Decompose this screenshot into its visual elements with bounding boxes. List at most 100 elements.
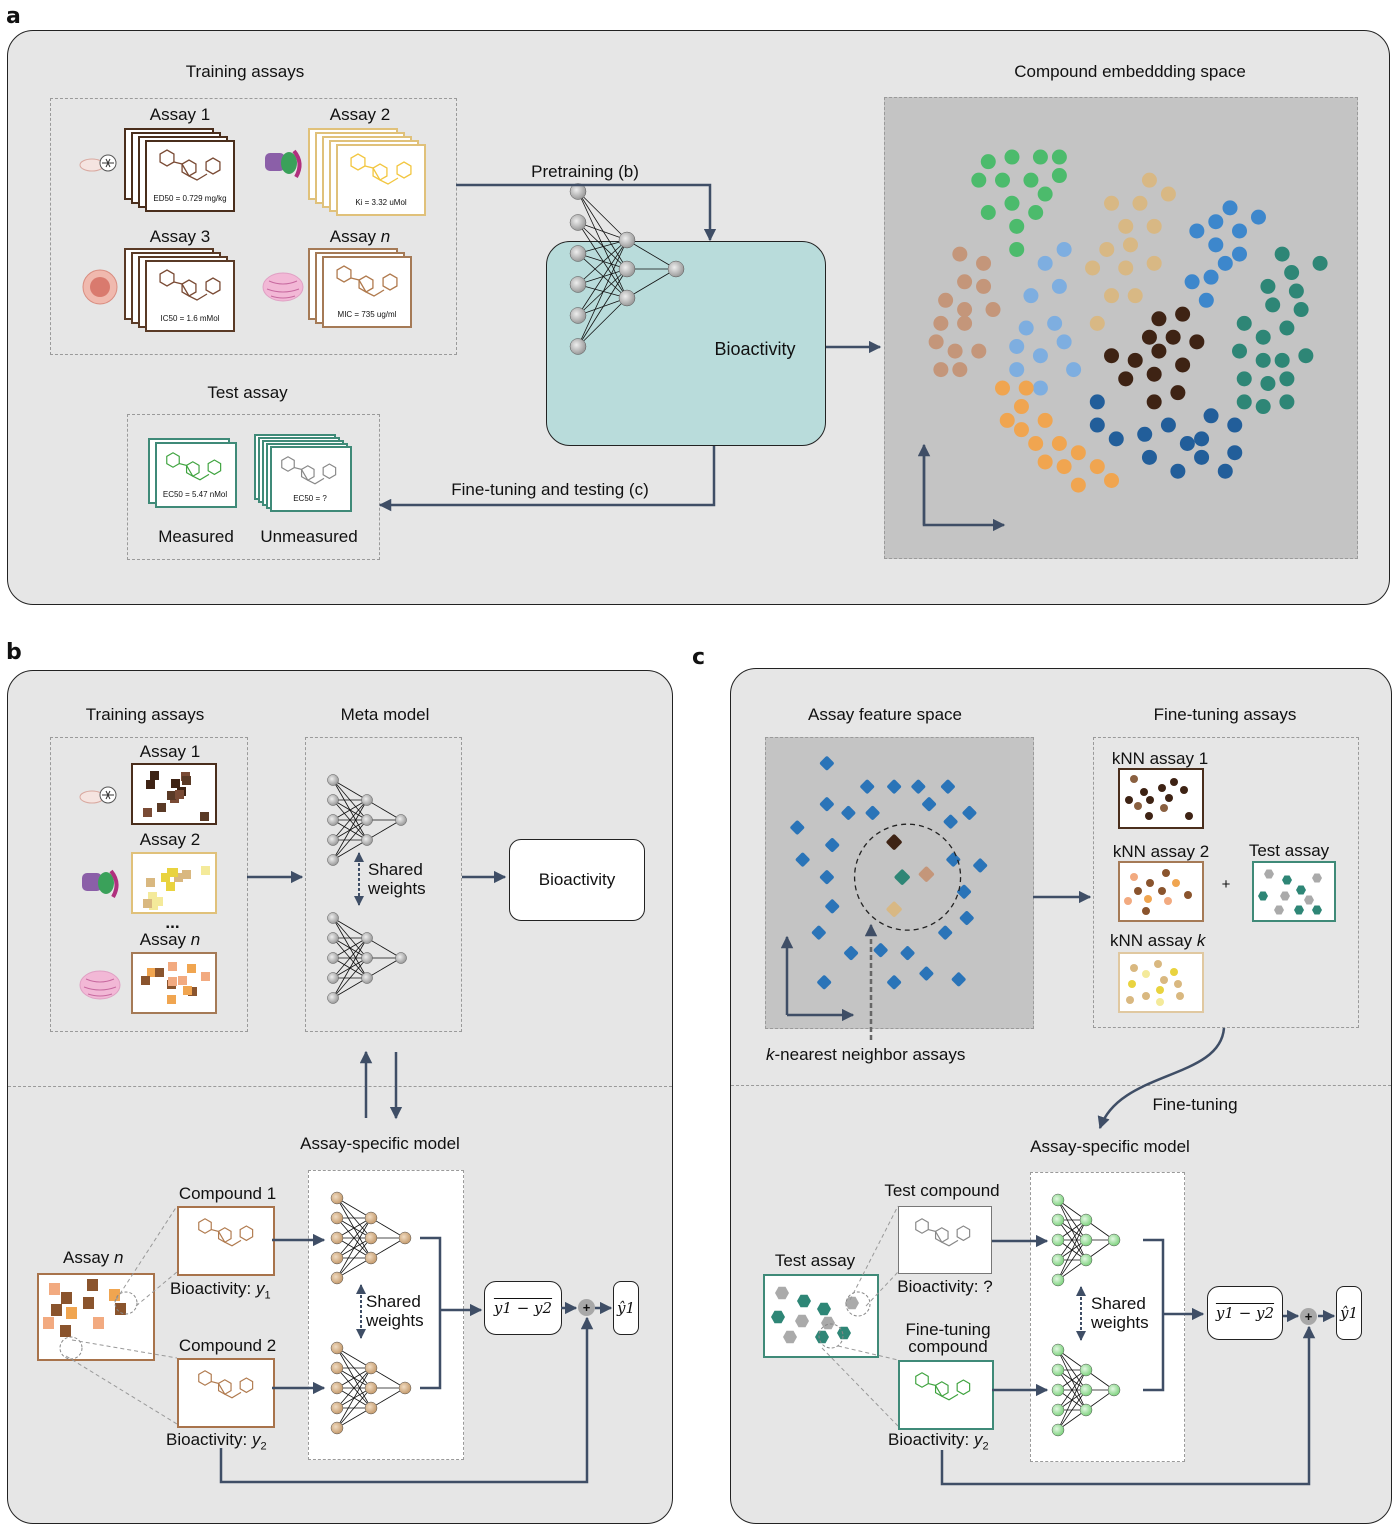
compound-hexagon xyxy=(1304,895,1314,905)
embedding-point-teal xyxy=(1232,343,1247,359)
b-tissue-icon xyxy=(78,967,122,1003)
compound-square xyxy=(182,870,192,880)
compound-hexagon xyxy=(1294,905,1304,915)
assay-point xyxy=(841,805,856,820)
compound-square xyxy=(87,1279,98,1291)
embedding-point-brown xyxy=(957,315,973,331)
embedding-point-blue xyxy=(1217,255,1233,271)
embedding-point-tan xyxy=(1146,218,1162,234)
bioactivity-y2: Bioactivity: y2 xyxy=(166,1430,267,1452)
b-mouse-icon xyxy=(78,777,122,813)
compound-square xyxy=(174,872,184,882)
embedding-point-teal xyxy=(1255,399,1271,415)
assay-label-italic: n xyxy=(380,227,391,246)
embedding-space-title: Compound embeddding space xyxy=(1014,62,1246,81)
embedding-point-tan xyxy=(1160,186,1176,202)
compound-dot xyxy=(1184,891,1192,899)
embedding-point-tan xyxy=(1085,260,1101,276)
embedding-point-blue xyxy=(1203,269,1219,285)
assay-label-text: Assay xyxy=(329,227,381,246)
cell-icon xyxy=(78,269,122,305)
embedding-point-dark-brown xyxy=(1189,334,1205,350)
embedding-point-orange xyxy=(1104,472,1120,488)
finetune-compound-card xyxy=(898,1360,994,1430)
knn-caption-text: -nearest neighbor assays xyxy=(774,1045,966,1064)
embedding-point-teal xyxy=(1284,265,1300,281)
compound-square xyxy=(49,1283,60,1295)
compound-hexagon xyxy=(815,1330,829,1344)
measured-label: Measured xyxy=(158,527,234,546)
c-test-assay-label: Test assay xyxy=(1248,841,1330,860)
assay-point xyxy=(817,975,832,990)
compound-hexagon xyxy=(845,1296,859,1310)
compound-square xyxy=(93,1317,104,1329)
embedding-point-dark-brown xyxy=(1141,329,1157,345)
c-bioactivity-y2-sub: 2 xyxy=(982,1440,989,1453)
compound-square xyxy=(187,963,197,973)
embedding-point-light-blue xyxy=(1023,288,1039,304)
compound2-card xyxy=(177,1358,275,1428)
embedding-point-tan xyxy=(1099,241,1115,257)
embedding-point-dark-brown xyxy=(1127,352,1143,368)
test-compound-card xyxy=(898,1206,992,1274)
assay-n-italic: n xyxy=(114,1248,124,1267)
compound-dot xyxy=(1130,964,1138,972)
finetuning-label: Fine-tuning xyxy=(1152,1095,1238,1114)
compound-dot xyxy=(1158,887,1166,895)
c-test-assay-left-label: Test assay xyxy=(774,1251,856,1270)
compound-dot xyxy=(1160,804,1168,812)
panel-c-divider xyxy=(731,1085,1391,1086)
embedding-point-dark-brown xyxy=(1151,311,1167,327)
compound-square xyxy=(149,901,159,911)
compound-dot xyxy=(1140,788,1148,796)
embedding-point-teal xyxy=(1288,283,1304,299)
compound-square xyxy=(170,779,180,789)
shared-weights-label: Shared weights xyxy=(368,860,426,898)
c-plus-sign: + xyxy=(1221,876,1231,893)
assay-point xyxy=(819,756,834,771)
compound-square xyxy=(60,1325,71,1337)
embedding-point-green xyxy=(980,154,996,170)
b-assay-card-2 xyxy=(131,852,217,914)
embedding-point-dark-blue xyxy=(1137,426,1153,442)
knn-assay-k-label: kNN assay k xyxy=(1110,931,1205,951)
embedding-point-green xyxy=(1004,195,1020,211)
embedding-point-green xyxy=(1032,149,1048,165)
protein-icon xyxy=(261,145,305,181)
assay-feature-space-title: Assay feature space xyxy=(807,705,963,724)
assay-point xyxy=(946,852,961,867)
embedding-point-green xyxy=(1028,205,1044,220)
compound-hexagon xyxy=(775,1286,789,1300)
panel-b-divider xyxy=(8,1086,672,1087)
b-output-text: ŷ1 xyxy=(616,1299,636,1317)
embedding-point-light-blue xyxy=(1056,241,1072,257)
bioactivity-y1-prefix: Bioactivity: xyxy=(170,1279,256,1298)
embedding-point-teal xyxy=(1279,394,1295,410)
compound-dot xyxy=(1156,998,1164,1006)
knn-assay-1-label: kNN assay 1 xyxy=(1111,749,1209,768)
knn-assay-1-card xyxy=(1118,768,1204,829)
compound-square xyxy=(161,873,171,883)
compound-dot xyxy=(1134,802,1142,810)
finetune-compound-label: Fine-tuning compound xyxy=(880,1321,1016,1355)
model-output-label: Bioactivity xyxy=(714,339,796,359)
bioactivity-y1: Bioactivity: y1 xyxy=(170,1279,271,1301)
embedding-point-orange xyxy=(1037,412,1053,428)
compound2-label: Compound 2 xyxy=(178,1336,277,1355)
embedding-point-tan xyxy=(1122,237,1138,253)
embedding-point-tan xyxy=(1104,195,1120,211)
knn-caption-italic: k xyxy=(766,1045,775,1064)
assay-point xyxy=(860,779,875,794)
feature-space-scatter xyxy=(780,756,988,1022)
embedding-point-teal xyxy=(1274,352,1290,368)
compound-square xyxy=(167,791,177,801)
compound-hexagon xyxy=(821,1316,835,1330)
b-assay-card-1 xyxy=(131,763,217,825)
embedding-point-orange xyxy=(1018,380,1034,396)
embedding-point-dark-blue xyxy=(1170,463,1186,479)
embedding-point-blue xyxy=(1198,292,1214,308)
embedding-point-teal xyxy=(1265,297,1281,313)
knn-caption: k-nearest neighbor assays xyxy=(766,1045,965,1065)
embedding-point-teal xyxy=(1298,348,1314,364)
compound-dot xyxy=(1125,796,1133,804)
